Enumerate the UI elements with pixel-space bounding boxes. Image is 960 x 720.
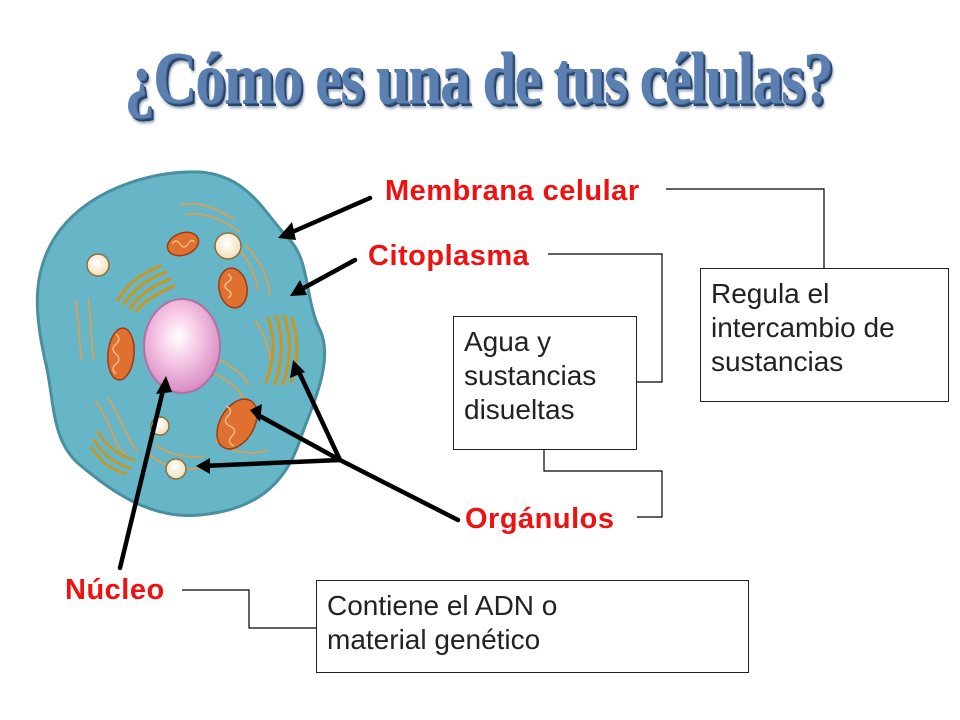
- box-nucleo-line: Contiene el ADN o: [327, 590, 558, 621]
- arrow-organulos-main: [337, 457, 461, 523]
- label-membrana: Membrana celular: [385, 175, 640, 207]
- golgi-apparatus: [90, 430, 136, 476]
- box-citoplasma-line: Agua y: [464, 326, 552, 357]
- connector-organulos: [543, 450, 663, 518]
- vacuole: [214, 232, 242, 260]
- connector-citoplasma: [548, 253, 663, 383]
- label-citoplasma: Citoplasma: [368, 240, 530, 272]
- mitochondrion: [166, 231, 200, 257]
- box-nucleo-line: material genético: [327, 624, 541, 655]
- nucleus: [143, 298, 221, 394]
- arrow-membrana: [287, 195, 373, 236]
- arrow-citoplasma: [297, 257, 358, 293]
- vacuole: [165, 458, 187, 480]
- page-title: ¿Cómo es una de tus células?: [124, 38, 833, 120]
- mitochondrion: [107, 327, 135, 381]
- connector-membrana: [666, 188, 825, 270]
- arrow-organulos-3: [199, 457, 343, 469]
- box-membrana-line: Regula el: [711, 278, 830, 309]
- vacuole: [86, 253, 110, 277]
- box-citoplasma: Agua y sustancias disueltas: [453, 316, 637, 450]
- label-nucleo: Núcleo: [65, 574, 165, 606]
- label-organulos: Orgánulos: [465, 503, 615, 535]
- connector-nucleo: [182, 589, 316, 629]
- mitochondrion: [216, 398, 258, 450]
- box-membrana-line: sustancias: [711, 346, 844, 377]
- mitochondrion: [218, 267, 248, 309]
- box-citoplasma-line: disueltas: [464, 394, 575, 425]
- box-membrana-line: intercambio de: [711, 312, 895, 343]
- box-citoplasma-line: sustancias: [464, 360, 597, 391]
- arrow-nucleo: [117, 383, 167, 571]
- arrow-organulos-2: [255, 412, 343, 463]
- box-membrana: Regula el intercambio de sustancias: [700, 268, 949, 402]
- box-nucleo: Contiene el ADN o material genético: [316, 580, 749, 673]
- golgi-apparatus: [116, 264, 176, 313]
- arrowheads: [156, 222, 307, 474]
- arrow-organulos-1: [295, 367, 343, 463]
